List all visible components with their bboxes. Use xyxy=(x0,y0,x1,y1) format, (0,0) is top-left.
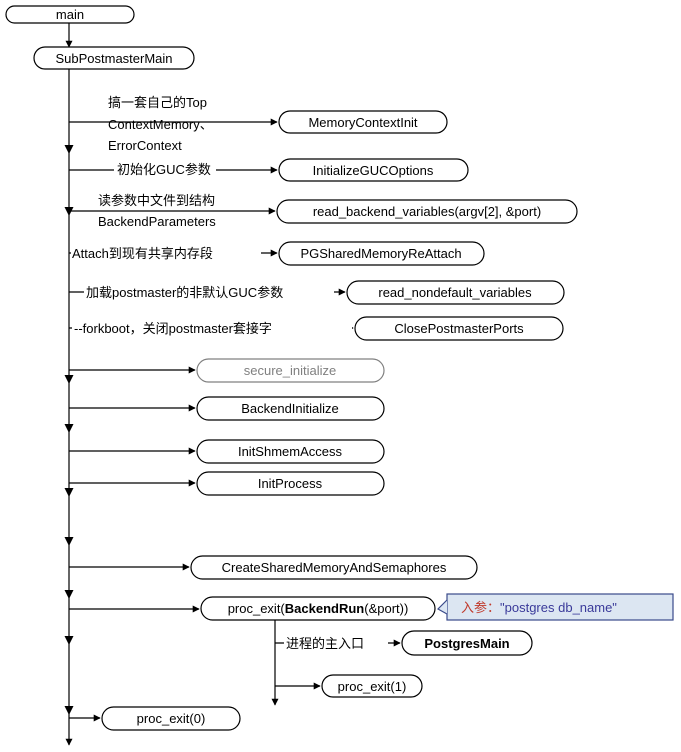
initialize-guc-options-label: InitializeGUCOptions xyxy=(313,163,434,178)
postgres-main-node xyxy=(401,630,533,656)
init-process-node xyxy=(196,471,385,496)
params-callout-prefix: 入参： xyxy=(461,600,500,615)
read-backend-variables-node xyxy=(276,199,578,224)
process-entry-label-bg xyxy=(284,633,388,651)
proc-exit-backend-run-node xyxy=(200,596,436,621)
memory-context-init-label: MemoryContextInit xyxy=(308,115,417,130)
proc-exit-1-label: proc_exit(1) xyxy=(338,679,407,694)
sub-postmaster-main-node xyxy=(33,46,195,70)
top-context-label-line1: 搞一套自己的Top xyxy=(108,95,207,110)
spine-arrow xyxy=(64,590,74,599)
secure-initialize-label: secure_initialize xyxy=(244,363,337,378)
backend-initialize-label: BackendInitialize xyxy=(241,401,339,416)
close-postmaster-ports-label: ClosePostmasterPorts xyxy=(394,321,524,336)
create-shared-memory-node xyxy=(190,555,478,580)
spine-arrow xyxy=(64,375,74,384)
spine-arrow xyxy=(64,537,74,546)
read-params-label-line1: 读参数中文件到结构 xyxy=(98,193,215,208)
proc-exit-0-label: proc_exit(0) xyxy=(137,711,206,726)
params-callout-pointer xyxy=(437,599,448,615)
backend-run-text: BackendRun xyxy=(285,601,365,616)
proc-exit-0-node xyxy=(101,706,241,731)
init-guc-label-bg xyxy=(114,160,216,178)
top-context-label-line3: ErrorContext xyxy=(108,138,182,153)
attach-shmem-label-bg xyxy=(71,243,261,261)
sub-postmaster-main-label: SubPostmasterMain xyxy=(55,51,172,66)
load-nondefault-label: 加载postmaster的非默认GUC参数 xyxy=(86,285,283,300)
init-process-label: InitProcess xyxy=(258,476,323,491)
initialize-guc-options-node xyxy=(278,158,469,182)
proc-exit-1-node xyxy=(321,674,423,698)
spine-arrow xyxy=(64,145,74,154)
attach-shmem-label: Attach到现有共享内存段 xyxy=(72,246,213,261)
params-callout-text: 入参："postgres db_name" xyxy=(461,600,617,615)
backend-initialize-node xyxy=(196,396,385,421)
init-shmem-access-node xyxy=(196,439,385,464)
init-guc-label: 初始化GUC参数 xyxy=(117,162,211,177)
pg-shared-memory-reattach-node xyxy=(278,241,485,266)
main-label: main xyxy=(56,7,84,22)
process-entry-label: 进程的主入口 xyxy=(286,636,364,651)
pg-shared-memory-reattach-label: PGSharedMemoryReAttach xyxy=(300,246,461,261)
spine-arrow xyxy=(64,706,74,715)
spine-arrow xyxy=(64,488,74,497)
postgres-main-label: PostgresMain xyxy=(424,636,509,651)
top-context-label-line2: ContextMemory、 xyxy=(108,117,213,132)
create-shared-memory-label: CreateSharedMemoryAndSemaphores xyxy=(222,560,447,575)
read-nondefault-variables-label: read_nondefault_variables xyxy=(378,285,532,300)
proc-exit-suffix: (&port)) xyxy=(364,601,408,616)
params-callout-box xyxy=(446,593,674,621)
proc-exit-prefix: proc_exit( xyxy=(228,601,286,616)
spine-arrow xyxy=(64,636,74,645)
spine-arrow xyxy=(64,424,74,433)
params-callout-value: "postgres db_name" xyxy=(500,600,617,615)
secure-initialize-node xyxy=(196,358,385,383)
close-postmaster-ports-node xyxy=(354,316,564,341)
load-nondefault-label-bg xyxy=(84,282,334,300)
forkboot-close-label: --forkboot，关闭postmaster套接字 xyxy=(74,321,272,336)
memory-context-init-node xyxy=(278,110,448,134)
read-params-label-line2: BackendParameters xyxy=(98,214,216,229)
forkboot-close-label-bg xyxy=(72,318,352,336)
main-node xyxy=(5,5,135,24)
proc-exit-backend-run-label: proc_exit(BackendRun(&port)) xyxy=(228,601,409,616)
read-nondefault-variables-node xyxy=(346,280,565,305)
init-shmem-access-label: InitShmemAccess xyxy=(238,444,343,459)
read-backend-variables-label: read_backend_variables(argv[2], &port) xyxy=(313,204,541,219)
